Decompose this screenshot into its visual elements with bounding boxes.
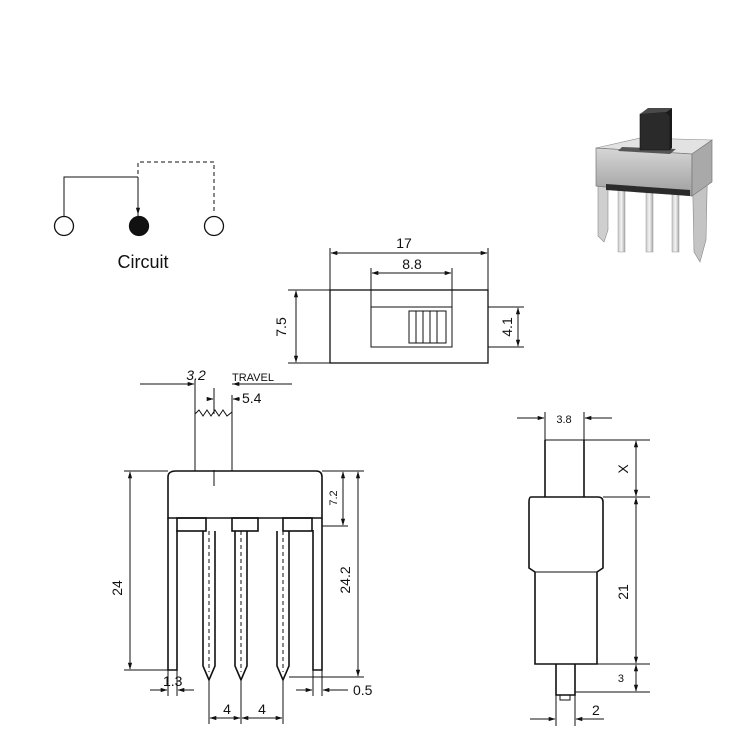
- dim-front-travel: 5.4: [242, 390, 262, 406]
- dim-front-pitch-right: 4: [258, 701, 266, 717]
- side-view: 3.8 X 21 3 2: [517, 412, 650, 726]
- dim-front-pitch-left: 4: [223, 701, 231, 717]
- dim-top-width: 17: [396, 235, 412, 251]
- dim-front-pin-thickness: 0.5: [353, 682, 373, 698]
- dim-side-actuator-width: 3.8: [556, 414, 571, 426]
- dim-front-actuator-width: 3.2: [186, 367, 206, 383]
- dim-side-pin-width: 2: [592, 702, 600, 718]
- dim-top-height: 7.5: [273, 317, 289, 337]
- circuit-symbol: Circuit: [53, 161, 225, 272]
- dim-front-overall-height: 24: [109, 580, 125, 596]
- dim-side-body-height: 21: [615, 584, 631, 600]
- dim-side-actuator-height: X: [615, 464, 631, 474]
- terminal-left: [53, 215, 75, 237]
- dim-top-slot-height: 4.1: [499, 317, 515, 337]
- dim-front-pin-height: 24.2: [337, 566, 353, 593]
- circuit-label: Circuit: [117, 252, 168, 272]
- switch-photo: [595, 108, 713, 263]
- dim-front-pin-offset: 1.3: [163, 673, 183, 689]
- dim-front-body-height: 7.2: [328, 490, 340, 505]
- terminal-right: [203, 215, 225, 237]
- front-view: 3.2 TRAVEL 5.4 24 7.2 24.2 1.3 0.5: [109, 367, 373, 724]
- top-view: 17 8.8 7.5 4.1: [273, 235, 524, 364]
- travel-label: TRAVEL: [232, 372, 274, 384]
- dim-top-slot-width: 8.8: [402, 256, 422, 272]
- terminal-common: [128, 215, 150, 237]
- dim-side-pin-length: 3: [618, 673, 624, 685]
